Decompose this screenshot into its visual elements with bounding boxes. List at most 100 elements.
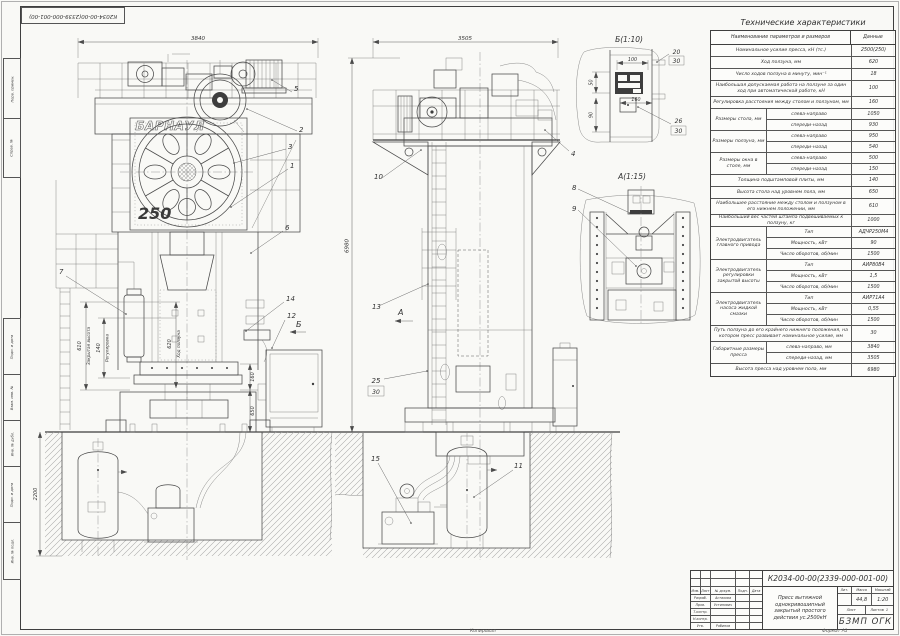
scale-label: Масштаб: [874, 588, 891, 592]
sub-row-value: 1500: [851, 282, 895, 292]
detail-a-callout-9: 9: [572, 205, 577, 213]
lube-station: [378, 483, 438, 545]
drawing-description: Пресс вытяжной однокривошипный закрытый …: [773, 595, 827, 621]
front-dim-pit: 2200: [33, 488, 39, 501]
title-block: Изм. Лист № докум. Подп. Дата Разраб.Аст…: [690, 570, 894, 630]
row-param: Высота стола над уровнем пола, мм: [736, 189, 826, 195]
ladder: [421, 142, 457, 425]
row-value: 6980: [851, 364, 895, 376]
callout-6: 6: [285, 224, 290, 232]
sub-row-value: 3840: [851, 342, 895, 352]
lube-pump: [144, 484, 198, 543]
change-row: [691, 579, 762, 587]
tech-table-title: Технические характеристики: [740, 18, 866, 27]
mass-label: Масса: [852, 587, 873, 593]
sign-name: Рябинов: [711, 623, 737, 629]
sub-row: Мощность, кВт 90: [767, 238, 895, 249]
sub-row-value: 540: [851, 142, 895, 152]
sign-name: Устинович: [711, 602, 737, 608]
sub-row-label: спереди-назад: [790, 166, 828, 172]
sign-row: Разраб.Астахова: [691, 595, 762, 602]
detail-a-callout-8: 8: [572, 184, 577, 192]
control-cabinet-front: [257, 349, 323, 432]
front-dim-width: 3840: [191, 36, 205, 42]
sign-row: Утв.Рябинов: [691, 623, 762, 629]
margin-stamp-label: Подп. и дата: [10, 334, 15, 360]
row-param: Толщина подштамповой плиты, мм: [737, 177, 825, 183]
sub-row-label: Мощность, кВт: [790, 240, 828, 246]
front-dim-stroke: 620: [167, 339, 173, 349]
row-param: Наибольшее расстояние между столом и пол…: [716, 201, 846, 212]
sub-row-value: 1,5: [851, 271, 895, 281]
title-block-right: К2034-00-00(2339-000-001-00) Пресс вытяж…: [763, 571, 893, 629]
doc-number: К2034-00-00(2339-000-001-00): [763, 571, 893, 587]
callout-10: 10: [374, 173, 383, 181]
info-labels: Лит. Масса Масштаб: [838, 587, 893, 594]
control-cabinet-side: [552, 342, 578, 433]
callout-15: 15: [371, 455, 380, 463]
callout-13: 13: [372, 303, 381, 311]
col-izm: Изм.: [691, 587, 701, 594]
row-param: Регулировка расстояния между столом и по…: [713, 99, 849, 105]
format-label: Формат А1: [822, 629, 848, 634]
sheet-label: Лист: [846, 608, 856, 612]
sub-row-value: 90: [851, 238, 895, 248]
tech-table-col-value: Данные: [850, 31, 895, 44]
row-param: Высота пресса над уровнем пола, мм: [735, 367, 827, 373]
callout-11: 11: [514, 462, 523, 470]
scale-value: 1:20: [877, 596, 889, 603]
sub-row-value: 3505: [851, 353, 895, 363]
sub-row-label: Тип: [804, 229, 814, 235]
row-group-label: Электродвигатель главного привода: [711, 227, 767, 259]
row-param: Наибольший вес частей штампа подвешиваем…: [718, 215, 844, 226]
margin-stamp-label: Инв. № дубл.: [10, 431, 14, 457]
margin-stamp-label: Перв. примен.: [10, 75, 15, 103]
front-view: 3840 БАРНАУЛ: [33, 36, 323, 560]
sub-row-value: 950: [851, 131, 895, 141]
row-value: 160: [851, 97, 895, 108]
sub-row-label: спереди-назад, мм: [785, 355, 833, 361]
detail-b-dim-100: 100: [628, 57, 637, 63]
organization: БЗМП ОГК: [838, 617, 893, 627]
table-row: Наибольшее расстояние между столом и пол…: [711, 199, 895, 215]
sub-row-value: 1500: [851, 315, 895, 325]
margin-stamp: Перв. примен.: [3, 58, 21, 120]
row-param: Номинальное усилие пресса, кН (тс.): [735, 47, 827, 53]
side-crown: [397, 57, 557, 147]
callout-7: 7: [59, 268, 64, 276]
table-row: Регулировка расстояния между столом и по…: [711, 97, 895, 109]
margin-stamp: Инв. № подл.: [3, 522, 21, 580]
sign-role: Т.контр.: [691, 609, 711, 615]
callout-1: 1: [290, 162, 294, 170]
row-group-label: Размеры окна в столе, мм: [711, 153, 767, 174]
brand-label: БАРНАУЛ: [135, 119, 204, 133]
top-doc-number: К2034-00-00(2339-000-001-00): [28, 12, 118, 19]
left-platform: [55, 180, 119, 430]
row-group-label: Габаритные размеры пресса: [711, 342, 767, 363]
sign-role: Пров.: [691, 602, 711, 608]
row-group-label: Размеры ползуна, мм: [711, 131, 767, 152]
row-value: 100: [851, 81, 895, 96]
front-label-regulation: Регулировка: [105, 334, 110, 362]
flywheel-guard: [193, 60, 247, 133]
model-label: 250: [138, 204, 171, 223]
table-row: Наибольшая допускаемая работа на ползуне…: [711, 81, 895, 97]
title-block-info: Лит. Масса Масштаб 44,8 1:20 Лист Листов…: [837, 587, 893, 629]
row-value: 620: [851, 57, 895, 68]
row-param: Путь ползуна до его крайнего нижнего пол…: [714, 328, 848, 339]
callout-5: 5: [294, 85, 299, 93]
view-marker-b: Б: [296, 320, 302, 329]
